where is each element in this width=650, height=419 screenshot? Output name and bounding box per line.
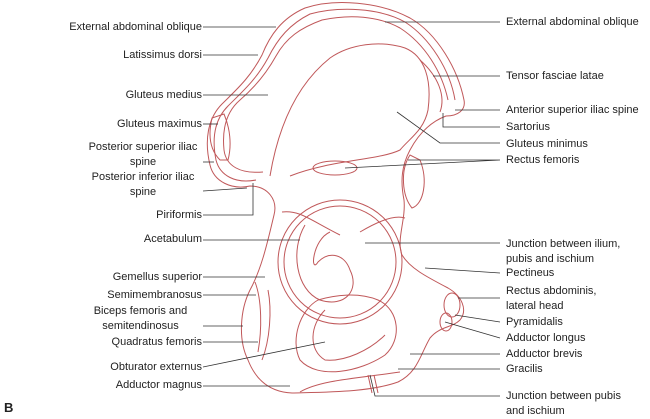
label-obturator-externus: Obturator externus: [110, 361, 202, 373]
label-junction-pubis-ischium: Junction between pubis and ischium: [506, 390, 621, 417]
label-acetabulum: Acetabulum: [143, 233, 202, 245]
hip-bone-outline: [206, 2, 465, 394]
label-gluteus-medius: Gluteus medius: [125, 89, 202, 101]
label-external-abdominal-oblique-right: External abdominal oblique: [506, 16, 639, 28]
label-rectus-abdominis-lateral-head: Rectus abdominis, lateral head: [506, 285, 597, 312]
label-posterior-inferior-iliac-spine: Posterior inferior iliac spine: [91, 171, 195, 198]
label-rectus-femoris: Rectus femoris: [506, 154, 580, 166]
label-external-abdominal-oblique-left: External abdominal oblique: [69, 21, 202, 33]
label-pyramidalis: Pyramidalis: [506, 316, 563, 328]
figure-letter: B: [4, 400, 14, 415]
label-sartorius: Sartorius: [506, 121, 551, 133]
label-latissimus-dorsi: Latissimus dorsi: [123, 49, 202, 61]
label-piriformis: Piriformis: [156, 209, 202, 221]
label-anterior-superior-iliac-spine: Anterior superior iliac spine: [506, 104, 639, 116]
label-semimembranosus: Semimembranosus: [107, 289, 202, 301]
label-quadratus-femoris: Quadratus femoris: [111, 336, 202, 348]
label-adductor-magnus: Adductor magnus: [115, 379, 202, 391]
label-biceps-femoris-semitendinosus: Biceps femoris and semitendinosus: [93, 305, 188, 332]
label-adductor-brevis: Adductor brevis: [506, 348, 583, 360]
label-gracilis: Gracilis: [506, 363, 543, 375]
label-junction-ilium-pubis-ischium: Junction between ilium, pubis and ischiu…: [506, 238, 621, 265]
label-posterior-superior-iliac-spine: Posterior superior iliac spine: [88, 141, 198, 168]
leader-lines: [202, 21, 501, 397]
label-adductor-longus: Adductor longus: [506, 332, 586, 344]
label-tensor-fasciae-latae: Tensor fasciae latae: [506, 70, 604, 82]
label-gluteus-minimus: Gluteus minimus: [506, 138, 588, 150]
label-gemellus-superior: Gemellus superior: [112, 271, 202, 283]
label-gluteus-maximus: Gluteus maximus: [117, 118, 202, 130]
label-pectineus: Pectineus: [506, 267, 555, 279]
